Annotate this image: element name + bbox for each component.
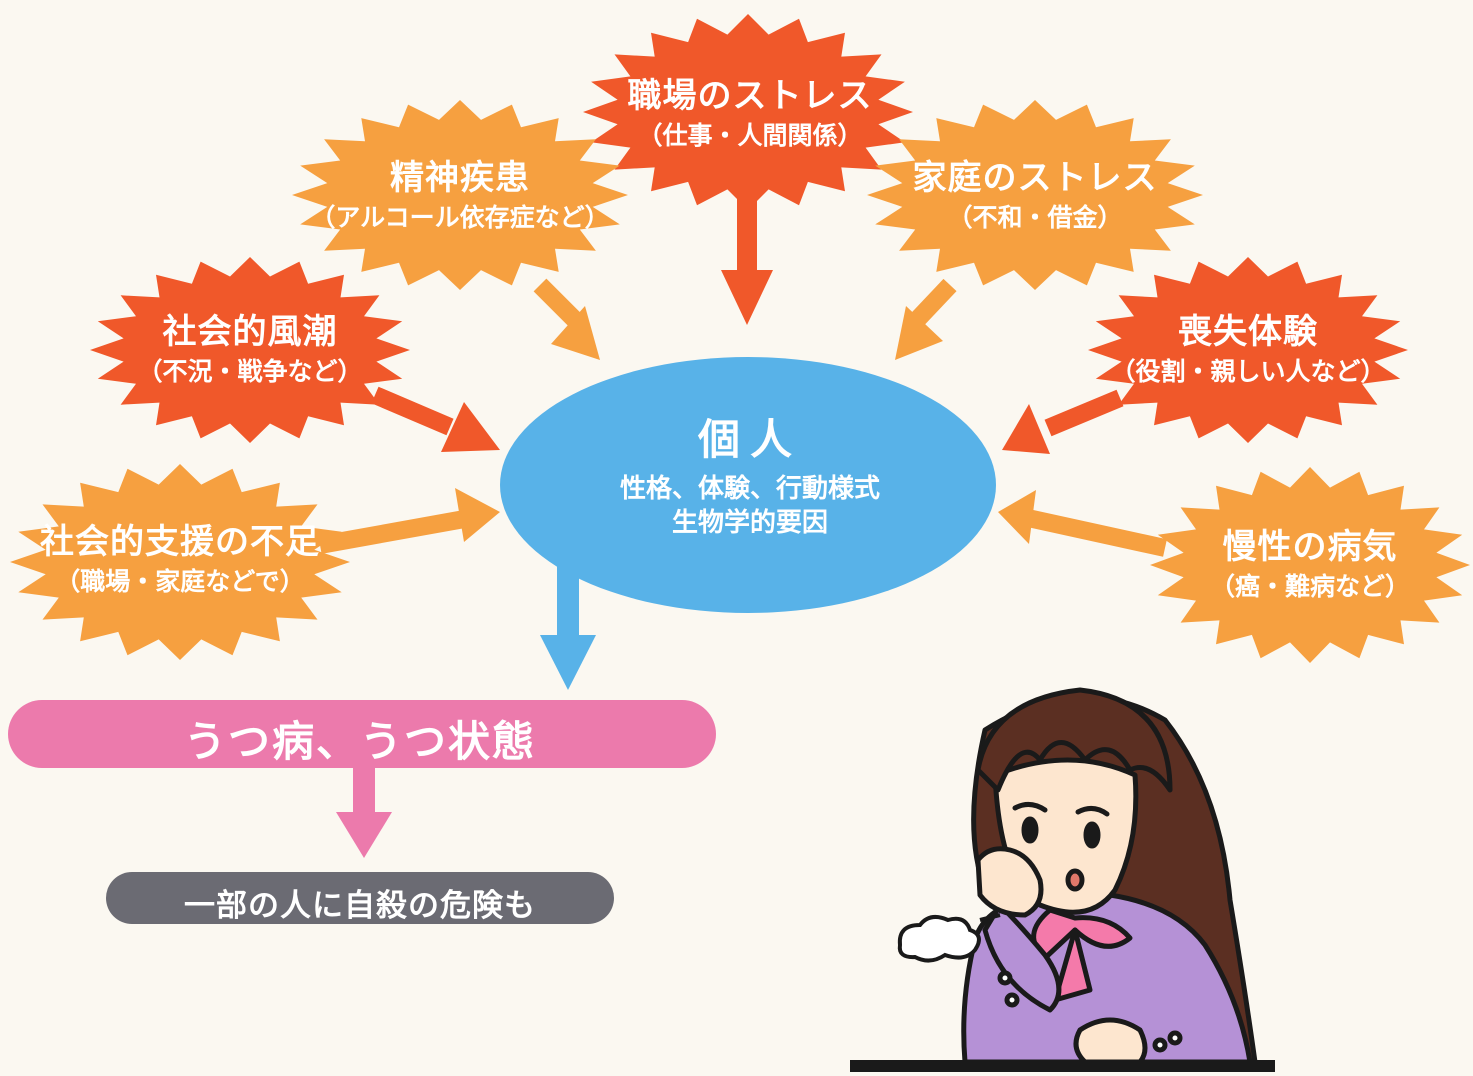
factor-mental-title: 精神疾患	[390, 158, 530, 198]
arrow-workplace	[721, 195, 773, 325]
arrow-chronic	[998, 490, 1167, 557]
arrow-center-to-outcome	[540, 555, 596, 690]
center-title: 個人	[697, 415, 802, 464]
consequence-bar	[106, 872, 614, 924]
factor-workplace-title: 職場のストレス	[627, 76, 873, 116]
burst-loss	[1088, 257, 1408, 443]
factor-social-trend-sub: （不況・戦争など）	[137, 356, 363, 386]
factor-chronic: 慢性の病気 （癌・難病など）	[1160, 527, 1460, 602]
arrow-outcome-to-consequence	[336, 765, 392, 858]
factor-support: 社会的支援の不足 （職場・家庭などで）	[15, 522, 345, 597]
burst-family	[867, 100, 1203, 290]
arrow-loss	[1002, 389, 1124, 454]
center-line1: 性格、体験、行動様式	[619, 474, 880, 505]
consequence-label: 一部の人に自殺の危険も	[184, 888, 536, 924]
burst-mental	[292, 100, 628, 290]
factor-support-sub: （職場・家庭などで）	[55, 566, 305, 596]
arrow-support	[318, 488, 500, 554]
factor-family-sub: （不和・借金）	[947, 202, 1123, 232]
factor-support-title: 社会的支援の不足	[40, 522, 320, 562]
factor-loss-title: 喪失体験	[1178, 312, 1318, 352]
factor-loss: 喪失体験 （役割・親しい人など）	[1098, 312, 1398, 387]
center-line2: 生物学的要因	[671, 508, 828, 539]
sigh-puff-icon	[897, 913, 1001, 963]
factor-chronic-sub: （癌・難病など）	[1209, 571, 1410, 601]
factor-loss-sub: （役割・親しい人など）	[1110, 356, 1386, 386]
factor-mental: 精神疾患 （アルコール依存症など）	[300, 158, 620, 233]
factor-mental-sub: （アルコール依存症など）	[310, 202, 610, 232]
factor-family: 家庭のストレス （不和・借金）	[880, 158, 1190, 233]
arrow-family	[895, 278, 957, 360]
burst-social-trend	[90, 257, 410, 443]
outcome-bar	[8, 700, 716, 768]
desk-edge	[850, 1060, 1275, 1072]
burst-workplace	[583, 14, 913, 210]
center-ellipse	[500, 357, 996, 613]
factor-workplace-sub: （仕事・人間関係）	[637, 120, 863, 150]
factor-chronic-title: 慢性の病気	[1222, 527, 1398, 567]
burst-chronic	[1150, 467, 1470, 663]
outcome-label: うつ病、うつ状態	[183, 717, 536, 766]
factor-social-trend-title: 社会的風潮	[162, 312, 338, 352]
burst-support	[10, 464, 350, 660]
factor-social-trend: 社会的風潮 （不況・戦争など）	[100, 312, 400, 387]
center-label: 個人 性格、体験、行動様式 生物学的要因	[560, 415, 940, 541]
arrow-mental	[533, 278, 600, 360]
factor-workplace: 職場のストレス （仕事・人間関係）	[600, 76, 900, 151]
girl-sighing-illustration	[961, 687, 1258, 1065]
factor-family-title: 家庭のストレス	[912, 158, 1158, 198]
arrow-social-trend	[371, 386, 500, 452]
